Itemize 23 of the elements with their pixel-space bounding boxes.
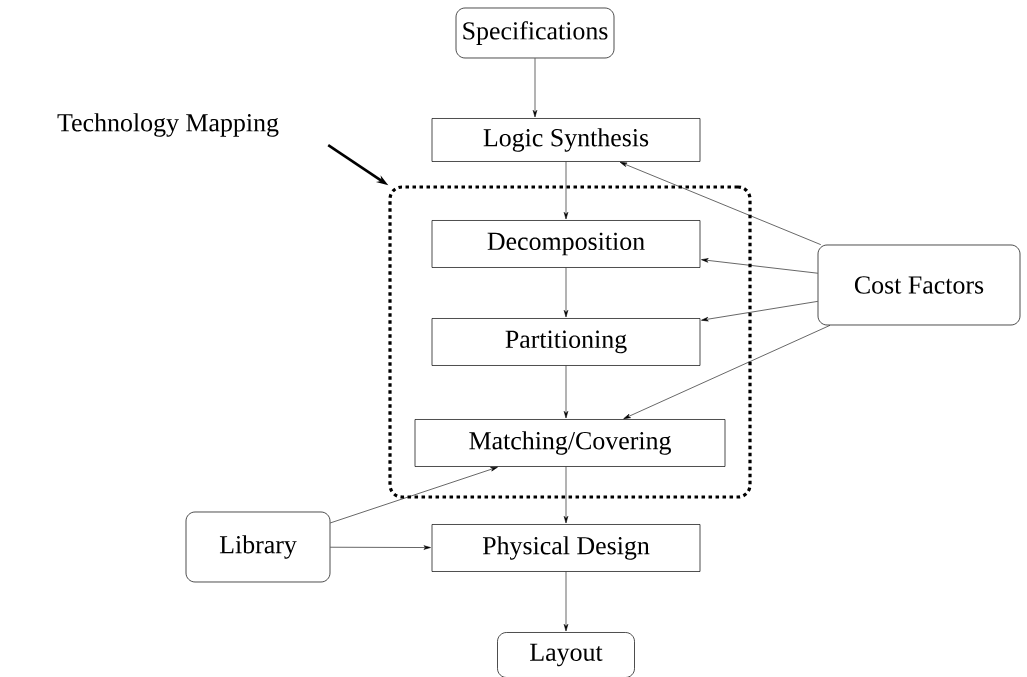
arrow (532, 58, 538, 118)
arrow (701, 301, 818, 322)
rounded-box: Layout (497, 632, 635, 677)
arrow (563, 466, 569, 524)
process-box: Physical Design (431, 524, 701, 572)
rounded-box: Library (185, 511, 331, 583)
arrow (563, 571, 569, 632)
arrow (563, 365, 569, 419)
arrow (330, 466, 498, 524)
process-box: Decomposition (431, 220, 701, 268)
arrow (623, 325, 831, 419)
arrow (619, 161, 822, 245)
rounded-box: Cost Factors (817, 244, 1021, 326)
rounded-box: Specifications (455, 7, 615, 59)
dotted-region (388, 185, 752, 499)
process-box: Matching/Covering (414, 419, 726, 467)
arrow (330, 545, 431, 550)
arrow (563, 267, 569, 318)
arrow (563, 161, 569, 220)
process-box: Partitioning (431, 318, 701, 366)
process-box: Logic Synthesis (431, 118, 701, 162)
callout-text: Technology Mapping (57, 113, 279, 137)
arrow (701, 258, 818, 274)
